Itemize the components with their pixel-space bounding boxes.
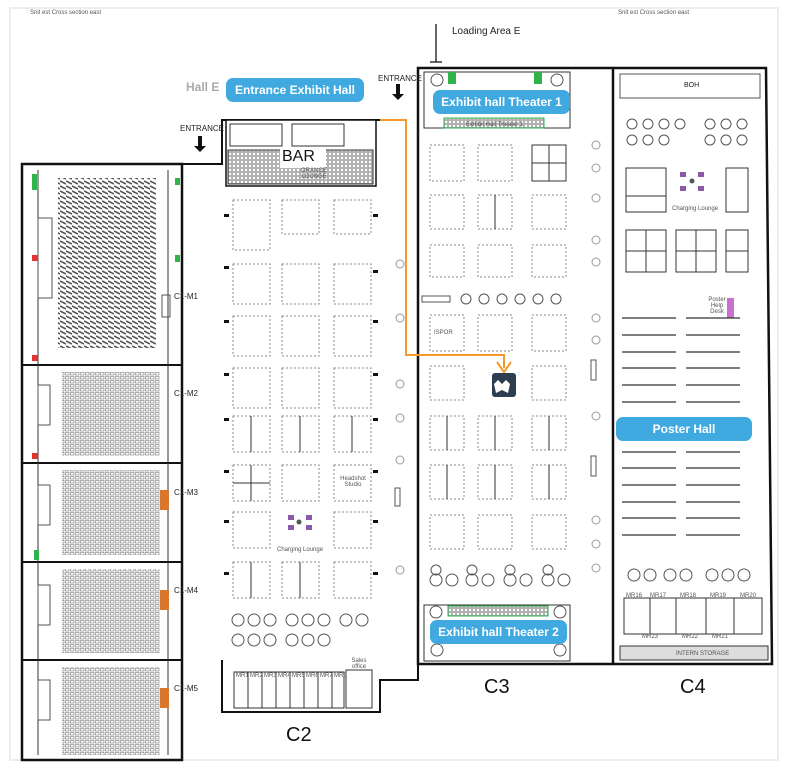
room-label-mr16: MR16: [626, 593, 643, 599]
room-label-mr8: MR8: [334, 673, 347, 679]
lounge-label: ORANGE LOUNGE: [300, 168, 327, 180]
hall-c3-label: C3: [484, 676, 510, 698]
room-label-mr7: MR7: [320, 673, 333, 679]
hall-c4-label: C4: [680, 676, 706, 698]
callout-poster-hall[interactable]: Poster Hall: [616, 417, 752, 441]
room-label-mr17: MR17: [650, 593, 667, 599]
c3-hall: [394, 66, 615, 666]
route-path: [380, 119, 505, 368]
charging-lounge-label-c2: Charging Lounge: [277, 547, 324, 553]
ispor-booth-label: ISPOR: [434, 330, 453, 336]
room-label-c1-m1: C1-M1: [174, 292, 199, 301]
hall-e-label: Hall E: [186, 80, 220, 94]
room-label-c1-m4: C1-M4: [174, 586, 199, 595]
boh-label: BOH: [684, 82, 700, 89]
loading-area-mast: [430, 24, 442, 63]
room-label-c1-m5: C1-M5: [174, 684, 199, 693]
c2-hall: [182, 119, 419, 713]
headshot-studio-label: Headshot Studio: [340, 476, 366, 488]
room-label-c1-m3: C1-M3: [174, 488, 199, 497]
room-label-mr23: MR23: [642, 634, 659, 640]
room-label-mr2: MR2: [250, 673, 263, 679]
down-arrow-icon: [392, 84, 404, 100]
entrance-label-left: ENTRANCE: [180, 124, 225, 133]
hall-c2-label: C2: [286, 724, 312, 746]
callout-exhibit-theater-1[interactable]: Exhibit hall Theater 1: [433, 90, 570, 114]
header-left-note: Snit est Cross section east: [30, 10, 102, 16]
room-label-mr5: MR5: [292, 673, 305, 679]
theater1-small-label: Exhibit Hall Theater 1: [466, 122, 524, 128]
c2-booths: [232, 199, 372, 599]
c2-round-tables: [231, 613, 369, 647]
charging-lounge-c2-icon: [288, 515, 312, 530]
down-arrow-icon: [194, 136, 206, 152]
room-label-mr3: MR3: [264, 673, 277, 679]
route-arrowhead-icon: [496, 361, 512, 374]
sales-office-label: Sales office: [351, 658, 367, 670]
bar-label: BAR: [282, 148, 315, 165]
entrance-label-right: ENTRANCE: [378, 74, 423, 83]
c1-meeting-block: [20, 162, 184, 762]
c2-meeting-rooms: [233, 669, 373, 709]
room-label-mr22: MR22: [682, 634, 699, 640]
storage-label: INTERN STORAGE: [676, 651, 730, 657]
header-right-note: Snit est Cross section east: [618, 10, 690, 16]
wolf-logo-icon: [492, 373, 516, 397]
charging-lounge-c4-icon: [680, 172, 704, 191]
room-label-mr6: MR6: [306, 673, 319, 679]
page-frame: [9, 7, 779, 761]
loading-area-label: Loading Area E: [452, 26, 521, 37]
room-label-mr1: MR1: [236, 673, 249, 679]
room-label-mr4: MR4: [278, 673, 291, 679]
room-label-mr19: MR19: [710, 593, 727, 599]
poster-help-desk-label: Poster Help Desk: [708, 297, 726, 315]
room-label-mr20: MR20: [740, 593, 757, 599]
charging-lounge-label-c4: Charging Lounge: [672, 206, 719, 212]
room-label-c1-m2: C1-M2: [174, 389, 199, 398]
room-label-mr21: MR21: [712, 634, 729, 640]
c3-booths: [429, 144, 567, 550]
c4-hall: [613, 66, 774, 666]
callout-entrance-exhibit-hall[interactable]: Entrance Exhibit Hall: [226, 78, 364, 102]
poster-boards: [622, 317, 740, 536]
room-label-mr18: MR18: [680, 593, 697, 599]
callout-exhibit-theater-2[interactable]: Exhibit hall Theater 2: [430, 620, 567, 644]
